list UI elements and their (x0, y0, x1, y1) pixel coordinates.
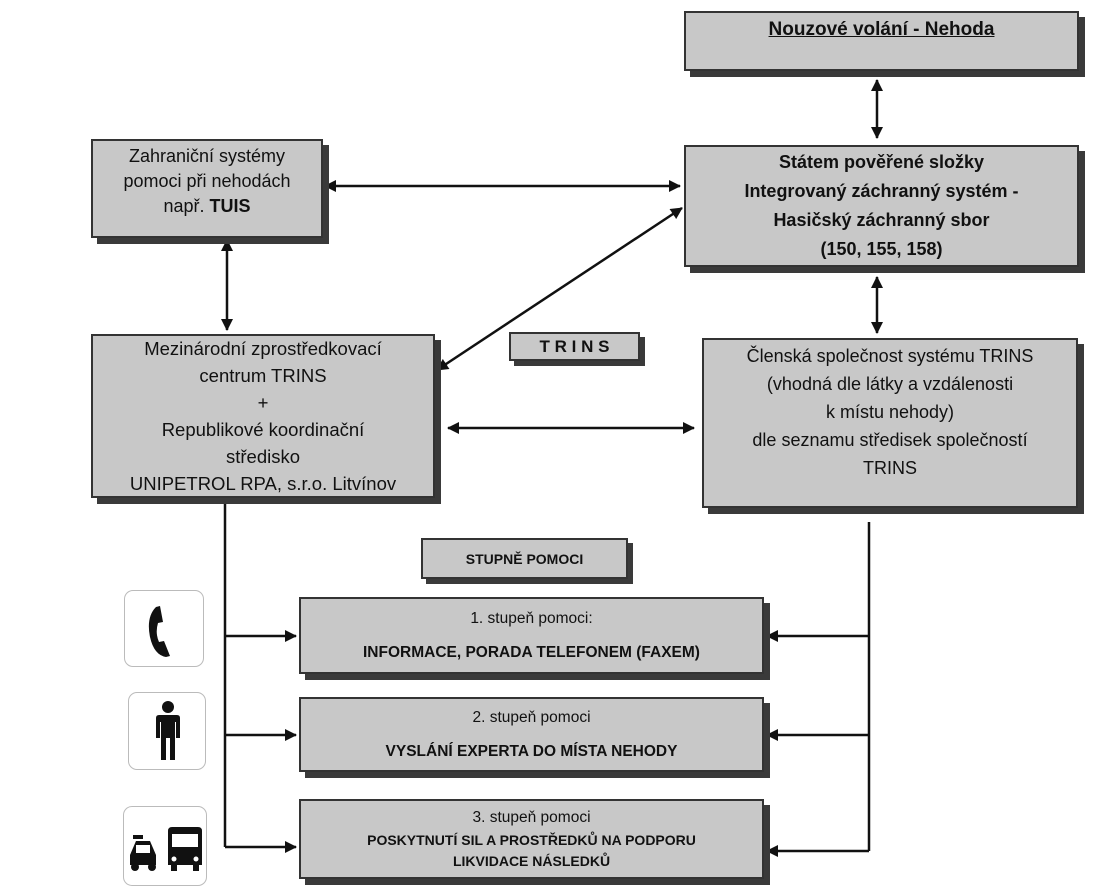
centre-line-2: centrum TRINS (199, 365, 327, 386)
member-line-1: Členská společnost systému TRINS (746, 346, 1034, 366)
level-1-text: INFORMACE, PORADA TELEFONEM (FAXEM) (363, 643, 700, 661)
member-line-5: TRINS (863, 458, 917, 478)
foreign-line-1: Zahraniční systémy (128, 146, 286, 166)
centre-line-1: Mezinárodní zprostředkovací (144, 338, 382, 359)
level-2-heading: 2. stupeň pomoci (472, 708, 591, 726)
state-line-2: Integrovaný záchranný systém - (744, 181, 1019, 201)
arrow-center-state (436, 206, 683, 372)
level-2-box: 2. stupeň pomoci VYSLÁNÍ EXPERTA DO MÍST… (299, 697, 764, 772)
member-line-2: (vhodná dle látky a vzdálenosti (766, 374, 1014, 394)
level-3-text-2: LIKVIDACE NÁSLEDKŮ (452, 852, 611, 869)
state-line-1: Státem pověřené složky (778, 152, 985, 172)
foreign-line-3-prefix: např. (163, 196, 205, 216)
trins-label-text: T R I N S (539, 336, 610, 356)
member-line-3: k místu nehody) (825, 402, 955, 422)
levels-label: STUPNĚ POMOCI (421, 538, 628, 579)
trins-label: T R I N S (509, 332, 640, 361)
telephone-icon (124, 590, 204, 667)
member-company-box: Členská společnost systému TRINS (vhodná… (702, 338, 1078, 508)
level-3-box: 3. stupeň pomoci POSKYTNUTÍ SIL A PROSTŘ… (299, 799, 764, 879)
telephone-glyph (148, 606, 170, 657)
foreign-line-2: pomoci při nehodách (123, 171, 291, 191)
state-components-box: Státem pověřené složky Integrovaný záchr… (684, 145, 1079, 267)
trins-centre-box: Mezinárodní zprostředkovací centrum TRIN… (91, 334, 435, 498)
centre-line-6: UNIPETROL RPA, s.r.o. Litvínov (129, 473, 397, 494)
level-1-box: 1. stupeň pomoci: INFORMACE, PORADA TELE… (299, 597, 764, 674)
level-2-text: VYSLÁNÍ EXPERTA DO MÍSTA NEHODY (385, 742, 678, 760)
centre-line-5: středisko (225, 446, 301, 467)
vehicles-glyph (130, 827, 202, 871)
person-icon (128, 692, 206, 770)
emergency-call-box: Nouzové volání - Nehoda (684, 11, 1079, 71)
state-line-4: (150, 155, 158) (820, 239, 943, 259)
member-line-4: dle seznamu středisek společností (752, 430, 1028, 450)
state-line-3: Hasičský záchranný sbor (773, 210, 990, 230)
emergency-call-title: Nouzové volání - Nehoda (768, 19, 995, 40)
levels-label-text: STUPNĚ POMOCI (465, 550, 584, 567)
person-glyph (156, 701, 180, 760)
level-3-heading: 3. stupeň pomoci (472, 808, 591, 826)
centre-line-3: + (257, 392, 269, 413)
vehicles-icon (123, 806, 207, 886)
level-3-text-1: POSKYTNUTÍ SIL A PROSTŘEDKŮ NA PODPORU (367, 831, 696, 848)
centre-line-4: Republikové koordinační (161, 419, 365, 440)
level-1-heading: 1. stupeň pomoci: (470, 609, 593, 627)
foreign-tuis: TUIS (209, 196, 251, 216)
foreign-line-3: např. TUIS (163, 194, 250, 219)
foreign-systems-box: Zahraniční systémy pomoci při nehodách n… (91, 139, 323, 238)
